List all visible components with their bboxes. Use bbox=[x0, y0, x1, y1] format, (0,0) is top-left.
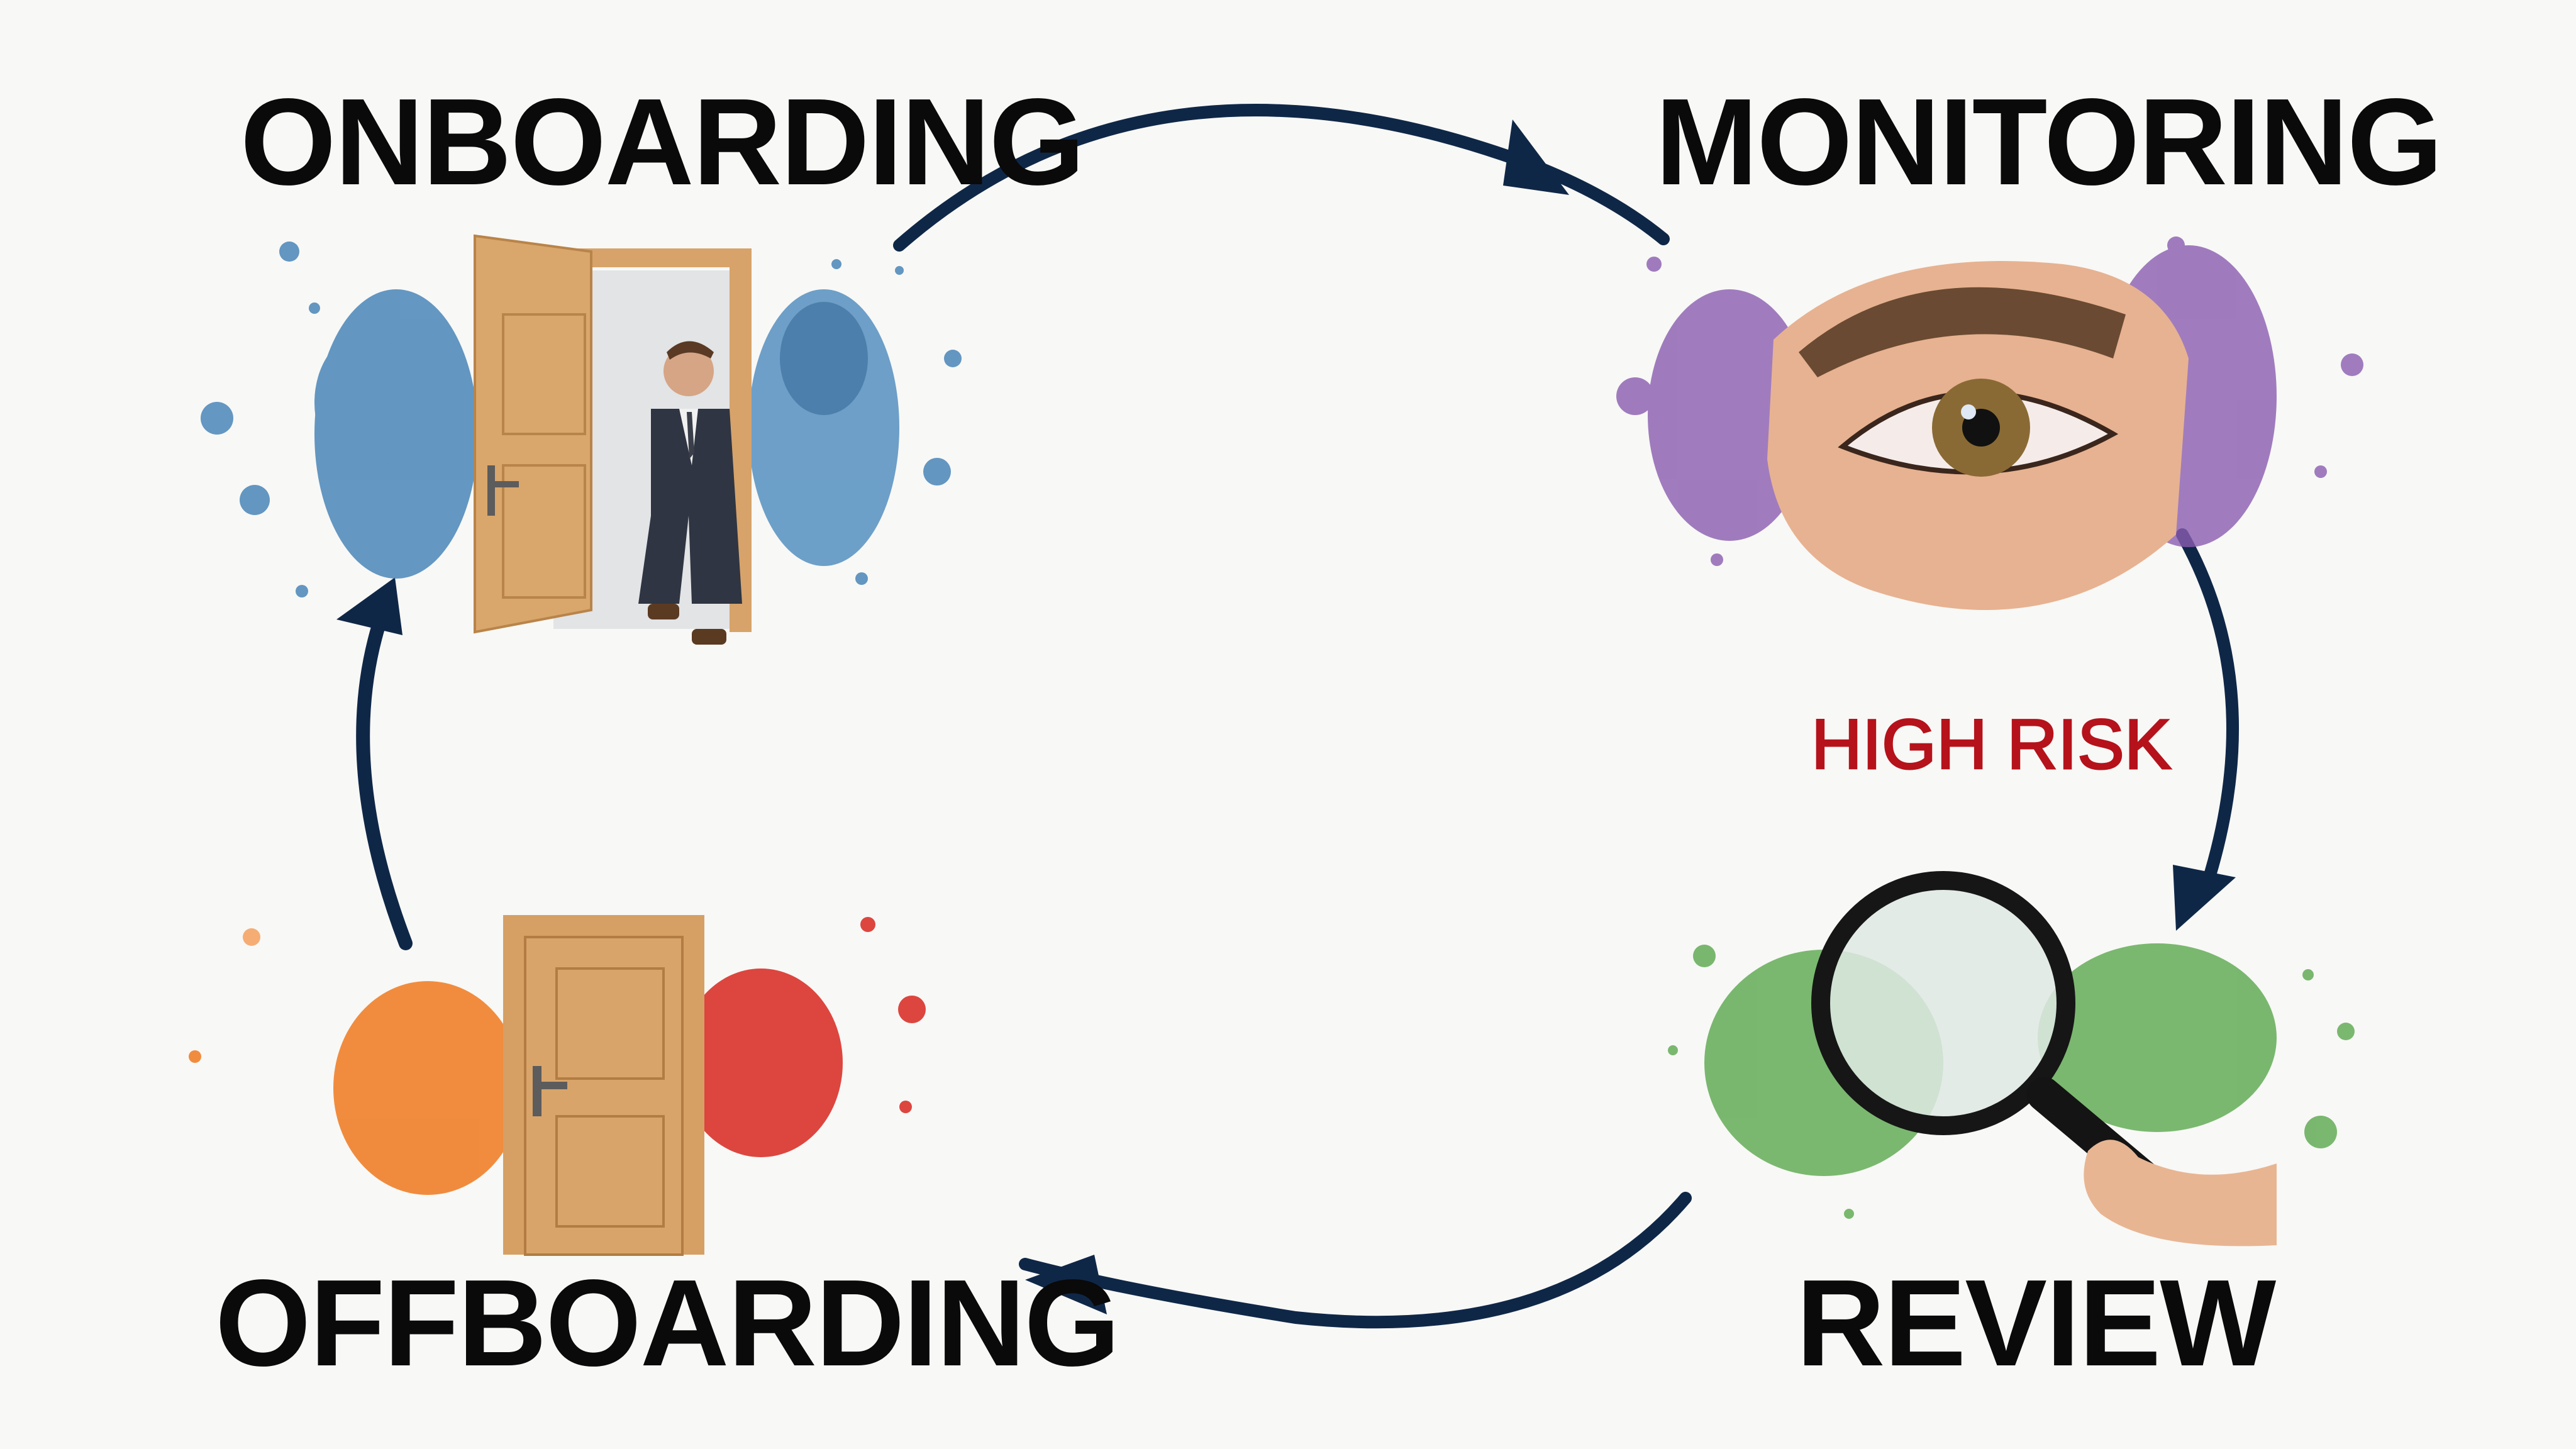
closed-door-icon bbox=[189, 915, 926, 1256]
stage-label-monitoring: MONITORING bbox=[1655, 73, 2443, 211]
magnifying-glass-icon bbox=[1668, 871, 2355, 1246]
eye-closeup-icon bbox=[1616, 236, 2363, 610]
arrow-offboarding-to-onboarding bbox=[336, 577, 413, 950]
stage-label-offboarding: OFFBOARDING bbox=[215, 1254, 1120, 1392]
person-walking-through-open-door-icon bbox=[201, 234, 962, 645]
arrow-review-to-offboarding bbox=[1019, 1192, 1692, 1329]
high-risk-annotation: HIGH RISK bbox=[1811, 705, 2173, 784]
stage-label-review: REVIEW bbox=[1796, 1254, 2276, 1392]
arrow-onboarding-to-monitoring bbox=[893, 104, 1670, 252]
stage-label-onboarding: ONBOARDING bbox=[240, 73, 1085, 211]
arrow-monitoring-to-review bbox=[2173, 528, 2239, 931]
